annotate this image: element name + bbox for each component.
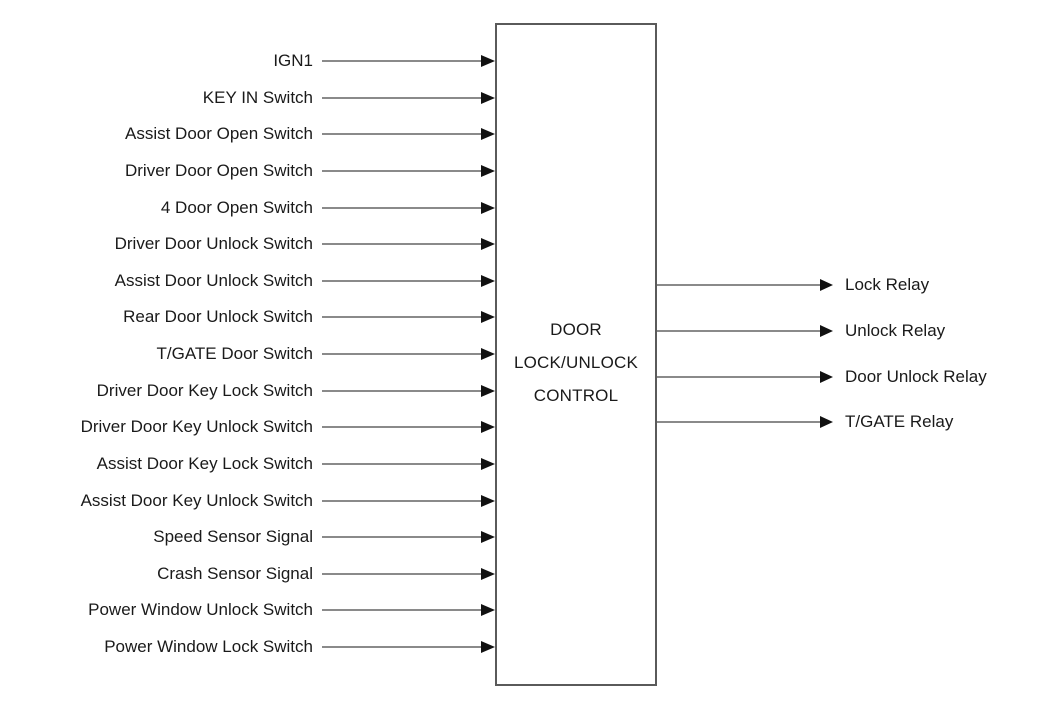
input-connector-line — [322, 462, 481, 465]
input-signal-label: IGN1 — [273, 51, 313, 70]
input-signal-label: Driver Door Key Unlock Switch — [80, 417, 313, 437]
arrow-right-icon — [481, 201, 495, 214]
input-connector-line — [322, 353, 481, 355]
arrow-right-icon — [481, 348, 495, 360]
input-connector-line — [322, 536, 481, 539]
input-connector-line — [322, 426, 481, 429]
input-signal-label: Crash Sensor Signal — [157, 563, 313, 583]
input-signal-label: T/GATE Door Switch — [156, 344, 314, 363]
input-connector-line — [322, 499, 481, 502]
output-signal-label: T/GATE Relay — [845, 412, 954, 431]
input-connector-line — [322, 206, 481, 209]
arrow-right-icon — [820, 325, 833, 337]
input-signal-label: Assist Door Unlock Switch — [114, 270, 313, 290]
arrow-right-icon — [481, 91, 495, 104]
input-signal-label: Driver Door Open Switch — [124, 160, 313, 180]
arrow-right-icon — [481, 421, 495, 434]
output-signal-label: Unlock Relay — [845, 321, 946, 340]
input-connector-line — [322, 169, 481, 172]
arrow-right-icon — [481, 128, 495, 141]
arrow-right-icon — [481, 55, 495, 67]
input-signal-label: KEY IN Switch — [202, 87, 313, 107]
input-signal-label: Assist Door Key Lock Switch — [96, 453, 313, 473]
input-signal-label: Driver Door Key Lock Switch — [96, 380, 313, 400]
output-connector-line — [657, 330, 820, 332]
control-block-label-line-3: CONTROL — [533, 386, 619, 405]
output-connector-line — [657, 376, 820, 378]
arrow-right-icon — [481, 311, 495, 324]
door-lock-unlock-control-block: DOOR LOCK/UNLOCK CONTROL — [495, 23, 657, 686]
control-block-label-line-1: DOOR — [550, 320, 602, 339]
arrow-right-icon — [481, 384, 495, 397]
output-connector-line — [657, 421, 820, 423]
input-connector-line — [322, 609, 481, 612]
output-signal-label: Door Unlock Relay — [845, 367, 987, 386]
input-connector-line — [322, 133, 481, 136]
input-connector-line — [322, 279, 481, 282]
input-connector-line — [322, 316, 481, 319]
input-signal-label: Assist Door Key Unlock Switch — [80, 490, 313, 510]
input-connector-line — [322, 243, 481, 246]
input-connector-line — [322, 96, 481, 99]
arrow-right-icon — [820, 416, 833, 428]
input-signal-label: 4 Door Open Switch — [160, 197, 313, 217]
output-signal-label: Lock Relay — [845, 275, 930, 294]
input-signal-label: Power Window Lock Switch — [104, 637, 313, 656]
input-signal-label: Assist Door Open Switch — [124, 124, 313, 144]
arrow-right-icon — [481, 567, 495, 580]
arrow-right-icon — [481, 531, 495, 544]
arrow-right-icon — [820, 279, 833, 291]
output-connector-line — [657, 284, 820, 286]
input-connector-line — [322, 572, 481, 575]
input-connector-line — [322, 646, 481, 648]
arrow-right-icon — [481, 274, 495, 287]
control-block-label: DOOR LOCK/UNLOCK CONTROL — [497, 313, 655, 412]
control-block-label-line-2: LOCK/UNLOCK — [513, 353, 639, 372]
input-connector-line — [322, 60, 481, 62]
arrow-right-icon — [820, 371, 833, 383]
input-signal-label: Driver Door Unlock Switch — [114, 234, 313, 254]
arrow-right-icon — [481, 457, 495, 470]
arrow-right-icon — [481, 641, 495, 653]
input-signal-label: Speed Sensor Signal — [153, 527, 313, 547]
input-signal-label: Rear Door Unlock Switch — [123, 307, 313, 327]
arrow-right-icon — [481, 164, 495, 177]
arrow-right-icon — [481, 238, 495, 251]
input-connector-line — [322, 389, 481, 392]
arrow-right-icon — [481, 604, 495, 617]
arrow-right-icon — [481, 494, 495, 507]
input-signal-label: Power Window Unlock Switch — [88, 600, 313, 620]
